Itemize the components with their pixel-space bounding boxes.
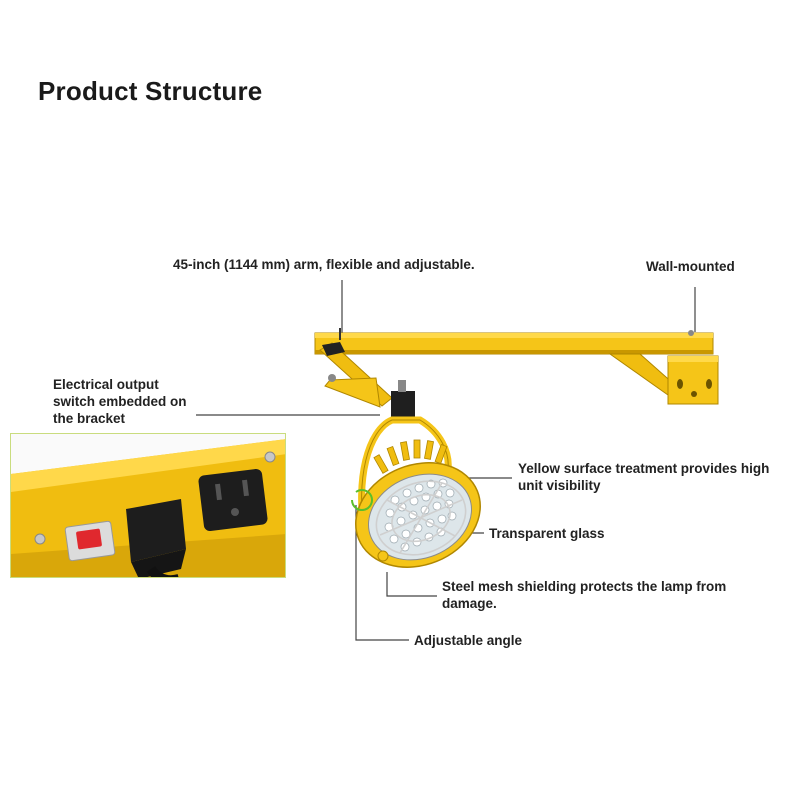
switch-label: Electrical output switch embedded on the…: [53, 377, 187, 426]
lamp-head: [351, 380, 481, 568]
yellow-surface-label: Yellow surface treatment provides high u…: [518, 461, 770, 493]
swing-arm: [319, 328, 393, 408]
leader-lines: [196, 280, 696, 641]
mesh-leader-line: [386, 572, 437, 597]
angle-leader-line: [355, 505, 409, 641]
bracket-closeup-inset: [10, 433, 286, 578]
angle-label: Adjustable angle: [414, 633, 523, 648]
steel-mesh-guard: [375, 480, 467, 556]
power-plug: [126, 499, 186, 577]
bracket-closeup: [11, 434, 285, 577]
glass-label: Transparent glass: [489, 526, 605, 541]
mounting-arm: [314, 332, 714, 396]
page-title: Product Structure: [38, 76, 263, 106]
arm-label: 45-inch (1144 mm) arm, flexible and adju…: [173, 257, 475, 272]
mesh-label: Steel mesh shielding protects the lamp f…: [442, 579, 727, 611]
wall-mount-plate: [667, 330, 719, 405]
wall-mount-label: Wall-mounted: [646, 259, 735, 274]
power-socket: [198, 468, 268, 532]
rocker-switch: [64, 520, 116, 562]
adjust-arrow-icon: [351, 489, 373, 511]
